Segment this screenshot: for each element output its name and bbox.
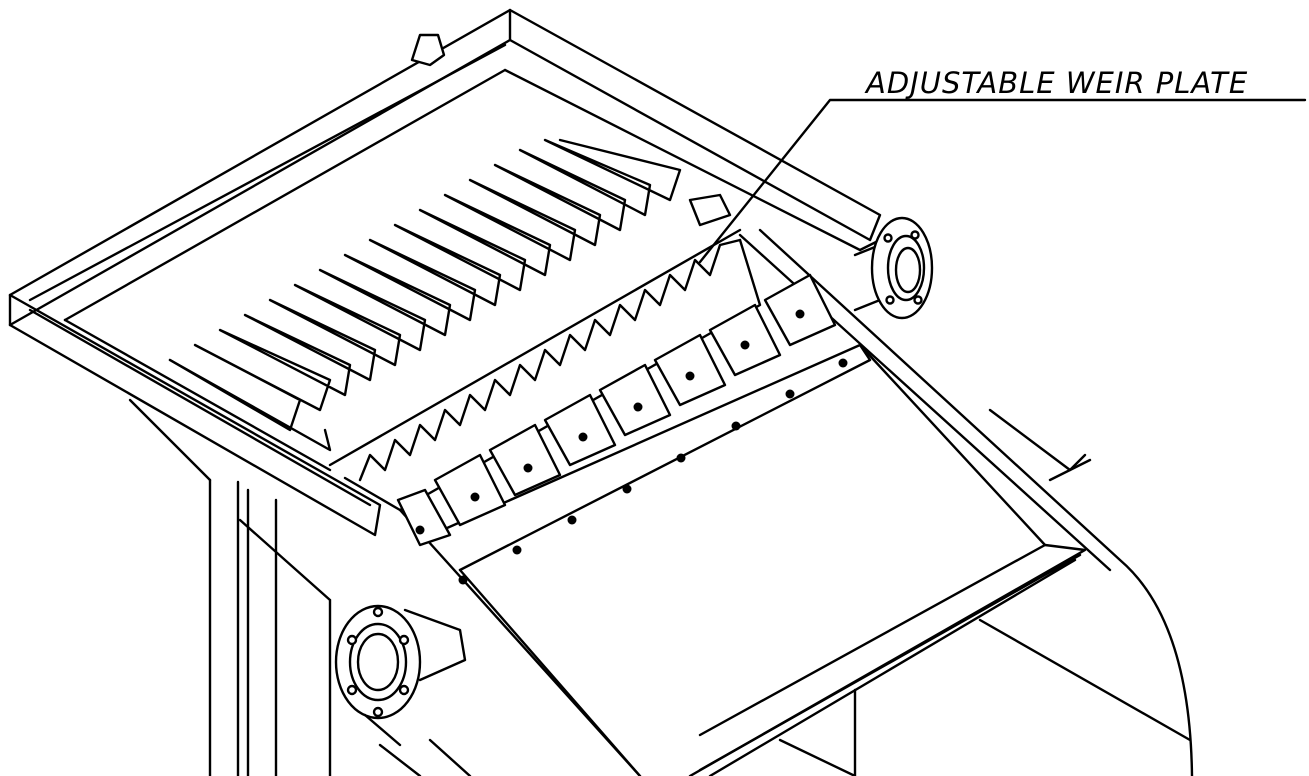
callout-leader: [698, 98, 1307, 264]
lifting-lug: [410, 33, 446, 67]
flange-left: [334, 604, 467, 747]
inclined-panel: [458, 343, 1087, 776]
flange-right: [853, 216, 934, 320]
upper-weir-teeth: [168, 138, 732, 452]
support-legs: [208, 478, 472, 776]
top-trough: [8, 8, 882, 537]
callout-label: ADJUSTABLE WEIR PLATE: [866, 66, 1249, 100]
tank-body: [128, 228, 1194, 776]
bolt-holes: [458, 358, 848, 585]
weir-adjustment-brackets: [396, 273, 837, 547]
